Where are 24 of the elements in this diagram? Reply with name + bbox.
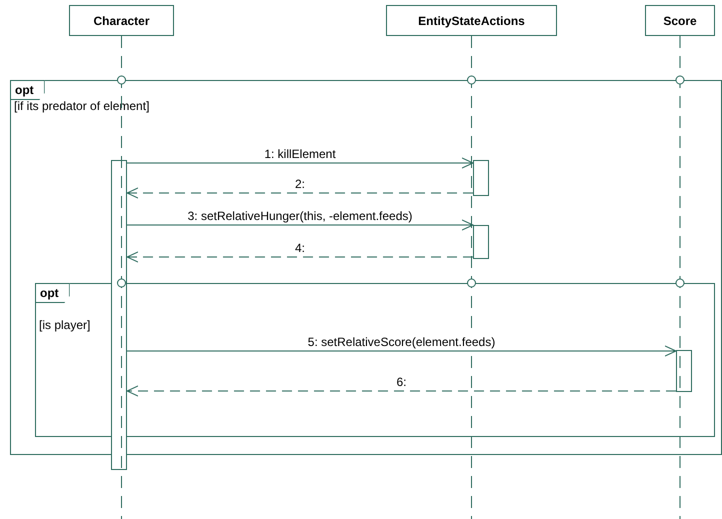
- lifeline-head: EntityStateActions: [386, 5, 557, 36]
- message-label: 5: setRelativeScore(element.feeds): [306, 336, 496, 349]
- message-arrow: [126, 158, 474, 168]
- return-message-arrow: [126, 188, 474, 198]
- activation-bar: [473, 225, 489, 259]
- message-label: 1: killElement: [263, 148, 337, 161]
- message-label: 3: setRelativeHunger(this, -element.feeds): [186, 210, 414, 223]
- return-message-arrow: [126, 386, 676, 396]
- message-label: 4:: [294, 242, 306, 255]
- activation-bar: [676, 350, 692, 392]
- combined-fragment: [10, 80, 722, 455]
- fragment-operator: opt: [10, 80, 45, 100]
- guard-condition: [is player]: [39, 318, 90, 332]
- lifeline-head: Character: [69, 5, 174, 36]
- return-message-arrow: [126, 252, 474, 262]
- combined-fragment: [35, 283, 715, 437]
- message-label: 2:: [294, 178, 306, 191]
- activation-bar: [473, 160, 489, 196]
- message-arrow: [126, 220, 474, 230]
- lifeline-head: Score: [645, 5, 715, 36]
- guard-condition: [if its predator of element]: [14, 99, 150, 113]
- fragment-operator: opt: [35, 283, 70, 303]
- message-arrow: [126, 346, 676, 356]
- message-label: 6:: [396, 376, 408, 389]
